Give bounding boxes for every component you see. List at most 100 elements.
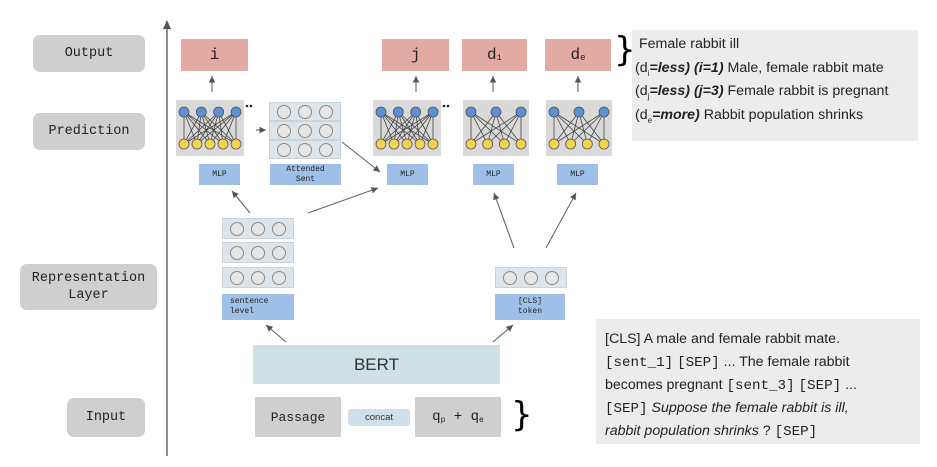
arrow-sentence-to-mlp-j <box>307 187 379 214</box>
layer-label-input-text: Input <box>85 410 127 425</box>
attended-sent-line1: Attended <box>286 164 325 174</box>
vector-cell <box>298 123 312 138</box>
network-node-yellow <box>581 138 593 150</box>
vector-cell <box>524 270 538 285</box>
network-edge <box>406 111 434 145</box>
vector-cell <box>319 104 333 119</box>
network-node-yellow <box>414 138 426 150</box>
vector-cell <box>251 270 265 285</box>
cls-token-line2: token <box>517 307 542 316</box>
line3-bold: =less) <box>649 83 691 99</box>
query-qp-sub: p <box>440 415 446 425</box>
line4-bold: =more) <box>652 107 700 123</box>
mlp-box-de: MLP <box>557 164 598 185</box>
vector-cell <box>272 245 286 260</box>
network-edge <box>398 111 434 145</box>
vector-cell <box>272 221 286 236</box>
network-edge <box>183 111 237 145</box>
output-panel <box>632 30 918 141</box>
network-edge <box>201 111 224 145</box>
prediction-network-j <box>373 100 450 156</box>
passage-box: Passage <box>255 397 341 437</box>
network-edge <box>570 111 605 145</box>
cls-token-box: [CLS] token <box>495 294 565 320</box>
mlp-box-j: MLP <box>387 164 428 185</box>
vector-cell <box>251 221 265 236</box>
input-panel-line2: [sent_1] [SEP] ... The female rabbit <box>605 350 850 375</box>
input-line1-token: [CLS] <box>605 331 641 347</box>
arrow-bert-to-cls <box>492 324 514 343</box>
network-node-yellow <box>191 138 203 150</box>
input-panel <box>596 319 920 444</box>
network-node-blue <box>465 106 477 118</box>
network-edge <box>586 111 605 145</box>
network-node-yellow <box>515 138 527 150</box>
bert-label: BERT <box>353 354 400 374</box>
input-line3-token2: [SEP] <box>798 378 842 394</box>
network-edge <box>183 111 219 145</box>
attended-sent-line2: Sent <box>295 174 316 184</box>
attended-sent-box: Attended Sent <box>270 164 341 185</box>
network-edge <box>406 111 417 145</box>
line3-open: (d <box>635 83 648 99</box>
sentence-level-line2: level <box>230 307 255 316</box>
input-line2-token1: [sent_1] <box>605 355 674 371</box>
input-line2-text: ... The female rabbit <box>719 354 850 370</box>
ellipsis-dot <box>446 104 450 108</box>
network-edge <box>183 111 211 145</box>
cls-vector-row <box>495 267 567 288</box>
network-node-blue <box>515 106 527 118</box>
output-panel-line2: (di=less) (i=1) Male, female rabbit mate <box>635 56 884 86</box>
input-line2-token2: [SEP] <box>677 355 720 371</box>
network-edge <box>470 111 489 145</box>
output-de-base: d <box>570 46 581 64</box>
sentence-vector-row-2 <box>222 242 294 263</box>
vector-cell <box>319 123 333 138</box>
attended-vector-row-3 <box>269 140 341 159</box>
network-edge <box>380 111 421 145</box>
network-edge <box>578 111 588 145</box>
network-node-blue <box>410 106 422 118</box>
passage-label: Passage <box>270 409 326 425</box>
input-line3-text2: ... <box>841 377 857 393</box>
line4-open: (d <box>635 107 648 123</box>
prediction-network-di <box>463 100 529 156</box>
network-edge <box>570 111 580 145</box>
input-panel-line3: becomes pregnant [sent_3] [SEP] ... <box>605 373 857 398</box>
line2-rest: Male, female rabbit mate <box>727 60 884 76</box>
vector-cell <box>503 270 517 285</box>
network-node-yellow <box>217 138 229 150</box>
vector-cell <box>230 270 244 285</box>
network-edge <box>495 111 505 145</box>
vector-cell <box>298 142 312 157</box>
input-panel-line5: rabbit population shrinks ? [SEP] <box>605 419 817 444</box>
line2-bold2: (i=1) <box>693 60 724 76</box>
network-node-blue <box>490 106 502 118</box>
network-edge <box>553 111 605 145</box>
network-edge <box>503 111 522 145</box>
network-edge <box>183 111 224 145</box>
line2-sub: i <box>647 68 650 78</box>
network-node-blue <box>375 106 387 118</box>
network-node-yellow <box>482 138 494 150</box>
network-edge <box>578 111 605 145</box>
vector-cell <box>277 123 291 138</box>
vector-cell <box>251 245 265 260</box>
layer-label-input: Input <box>67 398 145 437</box>
arrow-attended-to-net-j <box>341 141 381 173</box>
query-qp: q <box>432 409 441 425</box>
arrow-bert-to-sentence <box>265 324 287 343</box>
prediction-network-i <box>176 100 253 156</box>
network-node-yellow <box>375 138 387 150</box>
network-node-yellow <box>565 138 577 150</box>
vertical-axis-arrow <box>163 20 171 456</box>
output-panel-line4: (de=more) Rabbit population shrinks <box>635 103 863 133</box>
line4-rest: Rabbit population shrinks <box>703 107 864 123</box>
vector-cell <box>277 104 291 119</box>
network-edge <box>209 111 220 145</box>
ellipsis-dot <box>442 104 446 108</box>
output-j: j <box>382 39 449 71</box>
query-plus: + <box>445 409 471 425</box>
input-line4-token: [SEP] <box>605 401 648 417</box>
